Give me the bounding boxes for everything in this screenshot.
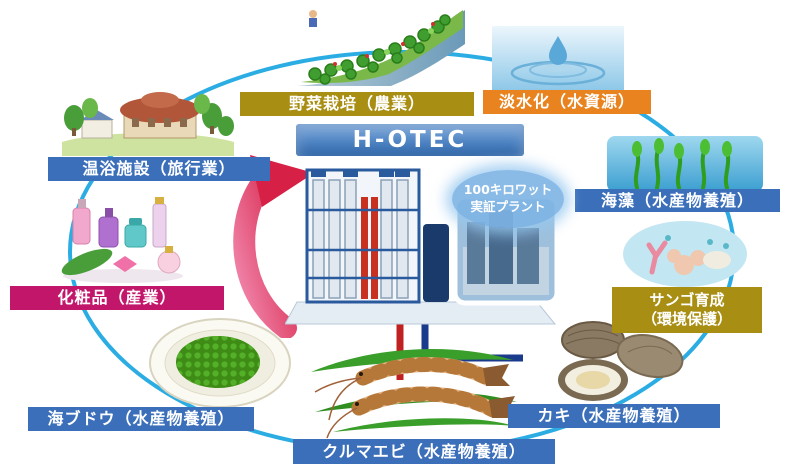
- label-sea-grapes: 海ブドウ（水産物養殖）: [28, 407, 254, 431]
- label-desalination: 淡水化（水資源）: [483, 90, 651, 114]
- fresh-water-droplet-illustration: [492, 26, 624, 90]
- seaweed-illustration: [607, 136, 763, 192]
- oyster-illustration: [558, 321, 684, 401]
- vegetable-farm-illustration: [297, 10, 465, 86]
- label-vegetable-farming: 野菜栽培（農業）: [240, 92, 474, 116]
- label-kuruma-prawn: クルマエビ（水産物養殖）: [293, 439, 555, 464]
- cosmetics-illustration: [61, 197, 183, 283]
- kuruma-prawn-illustration: [311, 348, 517, 439]
- plant-capacity-caption: 100キロワット 実証プラント: [452, 170, 564, 228]
- label-seaweed: 海藻（水産物養殖）: [575, 189, 780, 212]
- coral-illustration: [623, 221, 747, 287]
- hotec-title-banner: H-OTEC: [296, 124, 524, 156]
- sea-grapes-illustration: [149, 318, 291, 408]
- label-hot-bath-facility: 温浴施設（旅行業）: [48, 157, 270, 181]
- spa-resort-illustration: [62, 92, 234, 156]
- label-cosmetics: 化粧品（産業）: [10, 286, 224, 310]
- label-oyster: カキ（水産物養殖）: [508, 404, 720, 428]
- label-coral-cultivation: サンゴ育成 （環境保護）: [612, 287, 762, 333]
